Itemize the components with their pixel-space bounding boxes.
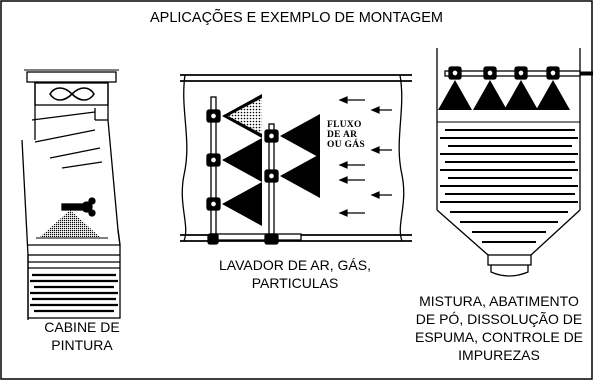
scrubber-label: LAVADOR DE AR, GÁS, PARTICULAS <box>180 256 410 292</box>
flow-label: FLUXO DE AR OU GÁS <box>327 120 365 150</box>
mixing-tank <box>436 48 593 277</box>
diagram-title: APLICAÇÕES E EXEMPLO DE MONTAGEM <box>149 10 444 26</box>
fan-icon <box>49 87 95 101</box>
scrubber-label-line2: PARTICULAS <box>251 275 339 291</box>
paint-booth-label-line1: CABINE DE <box>44 319 120 335</box>
paint-booth <box>21 69 121 320</box>
air-scrubber <box>180 74 412 245</box>
mixing-label-line3: ESPUMA, CONTROLE DE <box>414 329 584 345</box>
mixing-label: MISTURA, ABATIMENTO DE PÓ, DISSOLUÇÃO DE… <box>389 292 593 364</box>
spray-nozzle-icon <box>61 197 96 217</box>
flow-arrow-icon <box>338 96 392 217</box>
flow-label-line1: FLUXO <box>327 120 362 130</box>
paint-booth-label: CABINE DE PINTURA <box>22 318 142 354</box>
mixing-label-line1: MISTURA, ABATIMENTO <box>419 293 579 309</box>
flow-label-line3: OU GÁS <box>327 140 365 150</box>
flow-label-line2: DE AR <box>327 130 358 140</box>
paint-booth-label-line2: PINTURA <box>51 337 113 353</box>
scrubber-label-line1: LAVADOR DE AR, GÁS, <box>219 257 371 273</box>
mixing-label-line2: DE PÓ, DISSOLUÇÃO DE <box>415 311 583 327</box>
mixing-label-line4: IMPUREZAS <box>458 347 540 363</box>
